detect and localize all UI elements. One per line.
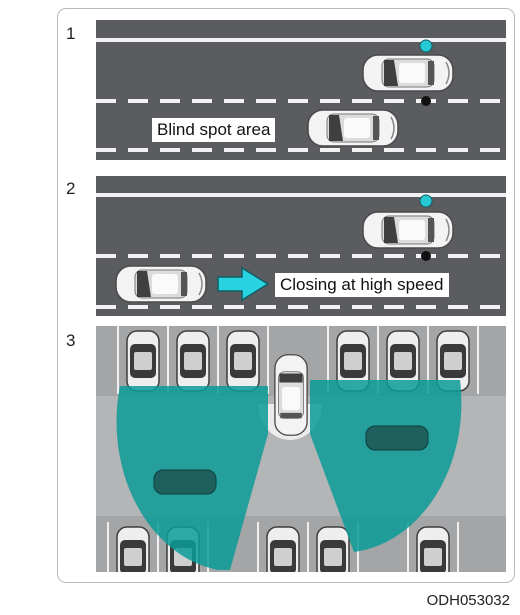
right-sensor-zone xyxy=(310,380,462,552)
parked-car xyxy=(116,526,150,572)
blind-spot-warning-indicator xyxy=(419,39,433,53)
blind-spot-warning-indicator xyxy=(419,194,433,208)
panel-3-rear-cross-traffic xyxy=(96,326,506,572)
panel-2-number: 2 xyxy=(66,179,76,198)
host-car xyxy=(362,54,454,92)
panel-1-blind-spot: Blind spot area xyxy=(96,20,506,160)
host-car xyxy=(274,354,308,436)
parked-car xyxy=(266,526,300,572)
parked-car xyxy=(226,330,260,392)
parked-car xyxy=(126,330,160,392)
blind-spot-car xyxy=(307,109,399,147)
panel-1-number: 1 xyxy=(66,24,76,43)
rear-sensor-marker xyxy=(421,251,431,261)
cross-traffic-car-right xyxy=(365,425,429,451)
figure-code: ODH053032 xyxy=(426,592,510,609)
panel-3-number: 3 xyxy=(66,331,76,350)
parked-car xyxy=(176,330,210,392)
closing-speed-label: Closing at high speed xyxy=(275,273,449,297)
blind-spot-label: Blind spot area xyxy=(152,118,276,142)
parked-car xyxy=(316,526,350,572)
panel-2-closing: Closing at high speed xyxy=(96,176,506,316)
parked-car xyxy=(416,526,450,572)
host-car xyxy=(362,211,454,249)
parking-lot-scene xyxy=(96,326,506,572)
approaching-car xyxy=(115,265,207,303)
cross-traffic-car-left xyxy=(153,469,217,495)
arrow-right-icon xyxy=(217,266,270,302)
rear-sensor-marker xyxy=(421,96,431,106)
